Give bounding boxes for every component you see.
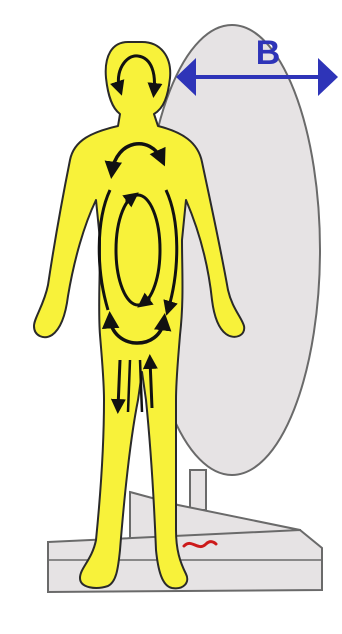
current-arrow-left-leg [118, 360, 120, 408]
current-arrow-right-leg [150, 360, 152, 408]
coil-stand-post [190, 470, 206, 510]
field-label-b: B [252, 36, 284, 70]
